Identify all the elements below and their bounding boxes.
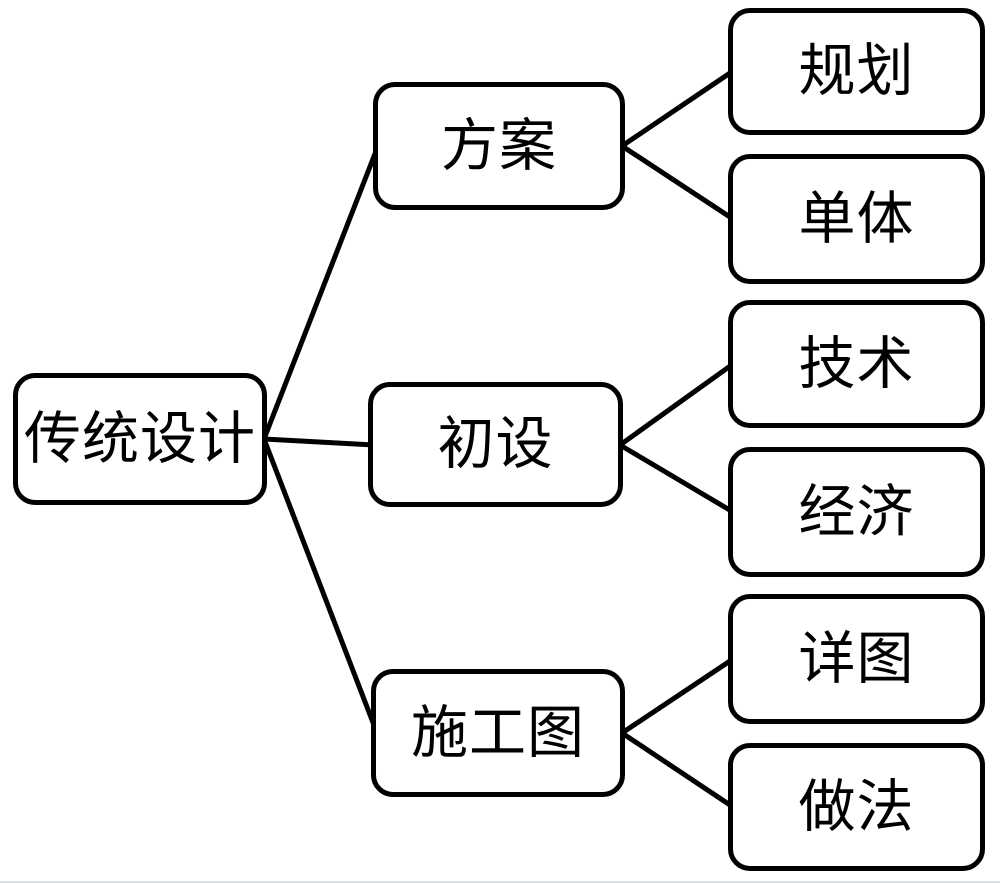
node-shigongtu-label: 施工图 [411, 701, 585, 765]
connector-fangan-danti [620, 143, 735, 222]
connector-root-fangan [261, 145, 381, 440]
node-jingji: 经济 [728, 447, 985, 577]
connector-shigongtu-zuofa [620, 730, 735, 810]
connector-root-chushe [263, 436, 375, 448]
node-jishu: 技术 [728, 300, 985, 428]
node-root: 传统设计 [13, 373, 267, 505]
node-zuofa: 做法 [728, 743, 985, 871]
node-danti: 单体 [728, 154, 985, 284]
node-xiangtu-label: 详图 [798, 627, 915, 691]
connector-chushe-jingji [618, 442, 735, 515]
node-jingji-label: 经济 [798, 480, 915, 544]
node-jishu-label: 技术 [798, 332, 915, 396]
connector-fangan-guihua [620, 68, 735, 149]
node-guihua-label: 规划 [798, 40, 915, 103]
node-fangan: 方案 [373, 82, 625, 210]
node-xiangtu: 详图 [728, 594, 985, 724]
node-chushe-label: 初设 [437, 413, 554, 476]
node-shigongtu: 施工图 [371, 669, 625, 797]
node-fangan-label: 方案 [441, 114, 557, 178]
connector-root-shigongtu [261, 438, 380, 734]
node-chushe: 初设 [368, 382, 623, 507]
node-zuofa-label: 做法 [798, 775, 915, 839]
node-danti-label: 单体 [798, 187, 915, 251]
connector-chushe-jishu [618, 361, 735, 448]
bottom-divider [0, 881, 1000, 883]
connector-shigongtu-xiangtu [620, 656, 735, 736]
node-guihua: 规划 [728, 8, 985, 135]
node-root-label: 传统设计 [24, 407, 256, 471]
